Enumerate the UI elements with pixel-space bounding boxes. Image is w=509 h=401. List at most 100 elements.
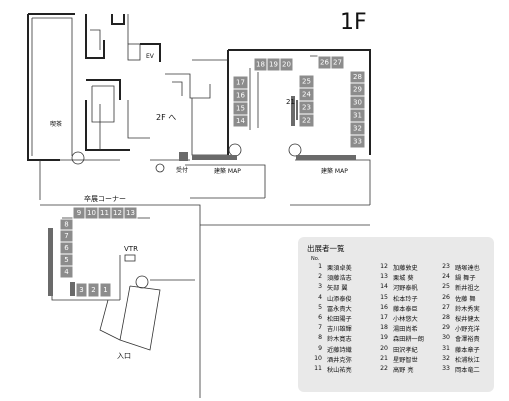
marker-21-label: 21	[286, 98, 295, 106]
legend-entry-name: 松浦秋江	[455, 356, 480, 364]
legend-entry-name: 松田陽子	[327, 315, 352, 323]
legend-entry-name: 新井祖之	[455, 285, 480, 293]
legend-entry-number: 10	[314, 354, 322, 362]
legend-entry-number: 15	[380, 293, 388, 301]
booth-label-18: 18	[256, 61, 265, 69]
legend-entry-name: 會澤裕貴	[455, 336, 480, 344]
legend-entry-number: 24	[442, 273, 450, 281]
booth-label-19: 19	[269, 61, 278, 69]
booth-1[interactable]	[99, 282, 112, 298]
legend-entry-name: 鍋 舞子	[455, 275, 476, 283]
legend-entry-name: 秋山祐亮	[327, 366, 352, 374]
booth-label-11: 11	[100, 209, 109, 217]
legend-entry-number: 3	[318, 283, 322, 291]
legend-entry-name: 星野智世	[393, 356, 418, 364]
legend-entry-name: 高野 亮	[393, 366, 414, 374]
legend-entry-name: 鈴木寛志	[327, 336, 352, 344]
booth-label-17: 17	[236, 79, 245, 87]
uketsuke-label: 受付	[176, 166, 188, 174]
legend-entry-number: 11	[314, 364, 322, 372]
legend-entry-name: 藤本泰巨	[393, 305, 418, 313]
booth-label-14: 14	[236, 117, 245, 125]
legend-entry-name: 桜井健太	[455, 315, 480, 323]
entrance-label: 入口	[117, 352, 131, 360]
legend-no-label: No.	[311, 256, 320, 262]
booth-label-29: 29	[353, 86, 362, 94]
booth-label-31: 31	[353, 112, 362, 120]
legend-entry-number: 6	[318, 313, 322, 321]
legend-entry-name: 加藤敦史	[393, 265, 418, 272]
legend-entry-name: 田沢孝紀	[393, 346, 418, 354]
fixtures	[48, 96, 356, 296]
legend-entry-number: 23	[442, 263, 450, 270]
legend-entry-name: 矢部 翼	[327, 285, 348, 293]
vtr-label: VTR	[124, 245, 138, 253]
legend-entry-number: 14	[380, 283, 388, 291]
legend-entry-number: 26	[442, 293, 450, 301]
booth-label-33: 33	[353, 138, 362, 146]
booth-33[interactable]	[349, 134, 366, 149]
legend-entry-number: 2	[318, 273, 322, 281]
legend-entry-name: 小林悠大	[393, 315, 418, 323]
legend-entry-name: 鈴木秀実	[455, 305, 480, 313]
legend-entry-name: 岡本竜二	[455, 366, 480, 374]
booth-label-30: 30	[353, 99, 362, 107]
legend-entry-number: 4	[318, 293, 322, 301]
booth-3[interactable]	[75, 282, 88, 298]
legend-entry-number: 33	[442, 364, 450, 372]
booth-2[interactable]	[87, 282, 100, 298]
booth-label-32: 32	[353, 125, 362, 133]
booth-13[interactable]	[123, 206, 138, 220]
legend-entry-name: 佐藤 舞	[455, 295, 476, 303]
booth-label-5: 5	[64, 256, 68, 264]
legend-entry-number: 1	[318, 263, 322, 270]
booth-label-15: 15	[236, 105, 245, 113]
booth-label-10: 10	[87, 209, 96, 217]
legend-entry-number: 12	[380, 263, 388, 270]
booth-label-1: 1	[103, 286, 107, 294]
booth-label-4: 4	[64, 268, 69, 276]
legend-entry-number: 28	[442, 313, 450, 321]
booth-label-12: 12	[113, 209, 122, 217]
section-label: 卒展コーナー	[84, 194, 126, 203]
legend-entry-name: 踏塚達也	[455, 265, 480, 272]
booth-label-20: 20	[282, 61, 291, 69]
legend-entry-number: 25	[442, 283, 450, 291]
legend-entry-number: 32	[442, 354, 450, 362]
legend-entry-number: 18	[380, 324, 388, 332]
legend-entry-number: 16	[380, 303, 388, 311]
booth-label-2: 2	[91, 286, 95, 294]
legend-title: 出展者一覧	[307, 244, 345, 253]
legend-entry-name: 冨永貴大	[327, 305, 352, 313]
booth-label-23: 23	[302, 104, 311, 112]
booth-20[interactable]	[279, 57, 294, 72]
booths: 1 2 3 4 5 6 7 8 9 10 11 12 13 14 15 16 1…	[59, 55, 366, 298]
legend-entry-number: 17	[380, 313, 388, 321]
map-label-right: 建築 MAP	[321, 167, 348, 175]
booth-8[interactable]	[59, 218, 74, 231]
ev-label: EV	[146, 53, 155, 60]
legend-entry-name: 湯田尚希	[393, 326, 418, 334]
booth-25[interactable]	[298, 74, 315, 89]
booth-label-13: 13	[126, 209, 135, 217]
legend-entry-number: 31	[442, 344, 450, 352]
booth-17[interactable]	[232, 75, 249, 90]
legend-entry-name: 藤本章子	[455, 346, 480, 354]
legend-entry-name: 近藤詩織	[327, 346, 352, 354]
booth-label-9: 9	[77, 209, 81, 217]
legend-entry-name: 森田耕一朗	[393, 336, 424, 344]
legend-entry-number: 29	[442, 324, 450, 332]
legend-entry-number: 27	[442, 303, 450, 311]
legend-entry-number: 13	[380, 273, 388, 281]
legend-entry-name: 須藤浩志	[327, 275, 352, 283]
legend-entry-name: 吉川雄輝	[327, 326, 352, 334]
legend-entry-number: 9	[318, 344, 322, 352]
legend-entry-name: 松本玲子	[393, 295, 418, 303]
legend-entry-name: 栗須卓美	[327, 265, 352, 272]
booth-label-6: 6	[64, 244, 69, 252]
legend-entry-number: 8	[318, 334, 322, 342]
booth-27[interactable]	[330, 55, 345, 70]
